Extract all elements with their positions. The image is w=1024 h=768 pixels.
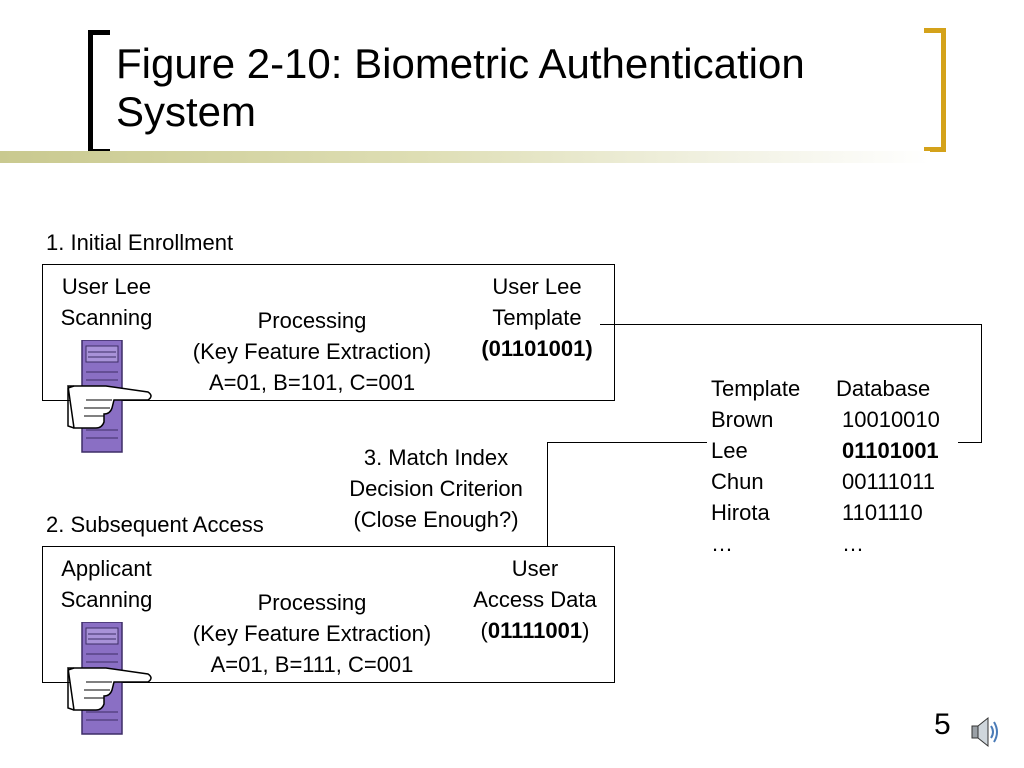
title-underline-bar <box>0 151 930 163</box>
match-line2: Decision Criterion <box>349 476 523 501</box>
database-row-code: 10010010 <box>842 407 940 432</box>
access-scan-line2: Scanning <box>60 587 153 612</box>
database-row-code: 01101001 <box>842 438 939 463</box>
template-connector-horizontal <box>600 324 982 325</box>
speaker-icon[interactable] <box>968 714 1000 750</box>
enrollment-processing-line3: A=01, B=101, C=001 <box>208 370 416 395</box>
title-bracket-right <box>924 28 946 152</box>
access-data-open-paren: ( <box>480 618 488 643</box>
access-data-text: User Access Data (01111001) <box>462 553 608 646</box>
pointing-hand-icon <box>67 667 152 711</box>
enrollment-template-text: User Lee Template (01101001) <box>467 271 607 364</box>
database-header-template: Template <box>711 376 801 401</box>
enrollment-template-line1: User Lee <box>492 274 582 299</box>
enrollment-scan-line2: Scanning <box>60 305 153 330</box>
database-row-name: … <box>711 531 733 556</box>
database-row-code: 00111011 <box>842 469 935 494</box>
enrollment-processing-line1: Processing <box>257 308 367 333</box>
page-title: Figure 2-10: Biometric Authentication Sy… <box>116 40 805 135</box>
database-row-code: … <box>842 531 864 556</box>
enrollment-scan-line1: User Lee <box>61 274 152 299</box>
access-data-code: 01111001 <box>487 618 583 643</box>
match-connector-horizontal <box>547 442 707 443</box>
enrollment-processing-text: Processing (Key Feature Extraction) A=01… <box>162 305 462 398</box>
enrollment-label: 1. Initial Enrollment <box>46 230 234 255</box>
template-connector-end <box>958 442 982 443</box>
match-connector-vertical <box>547 442 548 546</box>
enrollment-template-line2: Template <box>492 305 582 330</box>
database-row-name: Brown <box>711 407 774 432</box>
access-scan-text: Applicant Scanning <box>40 553 173 615</box>
scanner-icon <box>67 622 152 735</box>
match-criterion-text: 3. Match Index Decision Criterion (Close… <box>320 442 552 535</box>
enrollment-box <box>42 264 615 401</box>
access-box <box>42 546 615 683</box>
enrollment-processing-line2: (Key Feature Extraction) <box>192 339 432 364</box>
enrollment-template-code: (01101001) <box>481 336 593 361</box>
database-header-database: Database <box>836 376 931 401</box>
access-data-line2: Access Data <box>473 587 597 612</box>
database-row-name: Lee <box>711 438 748 463</box>
access-processing-line1: Processing <box>257 590 367 615</box>
access-processing-text: Processing (Key Feature Extraction) A=01… <box>162 587 462 680</box>
database-row-code: 1101110 <box>842 500 923 525</box>
database-row-name: Hirota <box>711 500 770 525</box>
access-data-line1: User <box>511 556 559 581</box>
pointing-hand-icon <box>67 385 152 429</box>
access-data-close-paren: ) <box>582 618 590 643</box>
access-processing-line3: A=01, B=111, C=001 <box>210 652 414 677</box>
access-data-code-line: (01111001) <box>462 615 608 646</box>
match-line1: 3. Match Index <box>363 445 509 470</box>
template-connector-vertical <box>981 324 982 443</box>
access-scan-line1: Applicant <box>61 556 152 581</box>
access-label: 2. Subsequent Access <box>46 512 264 537</box>
page-number: 5 <box>934 708 951 741</box>
enrollment-scan-text: User Lee Scanning <box>40 271 173 333</box>
database-row-name: Chun <box>711 469 764 494</box>
match-line3: (Close Enough?) <box>353 507 519 532</box>
scanner-icon <box>67 340 152 453</box>
title-bracket-left <box>88 30 110 154</box>
access-processing-line2: (Key Feature Extraction) <box>192 621 432 646</box>
